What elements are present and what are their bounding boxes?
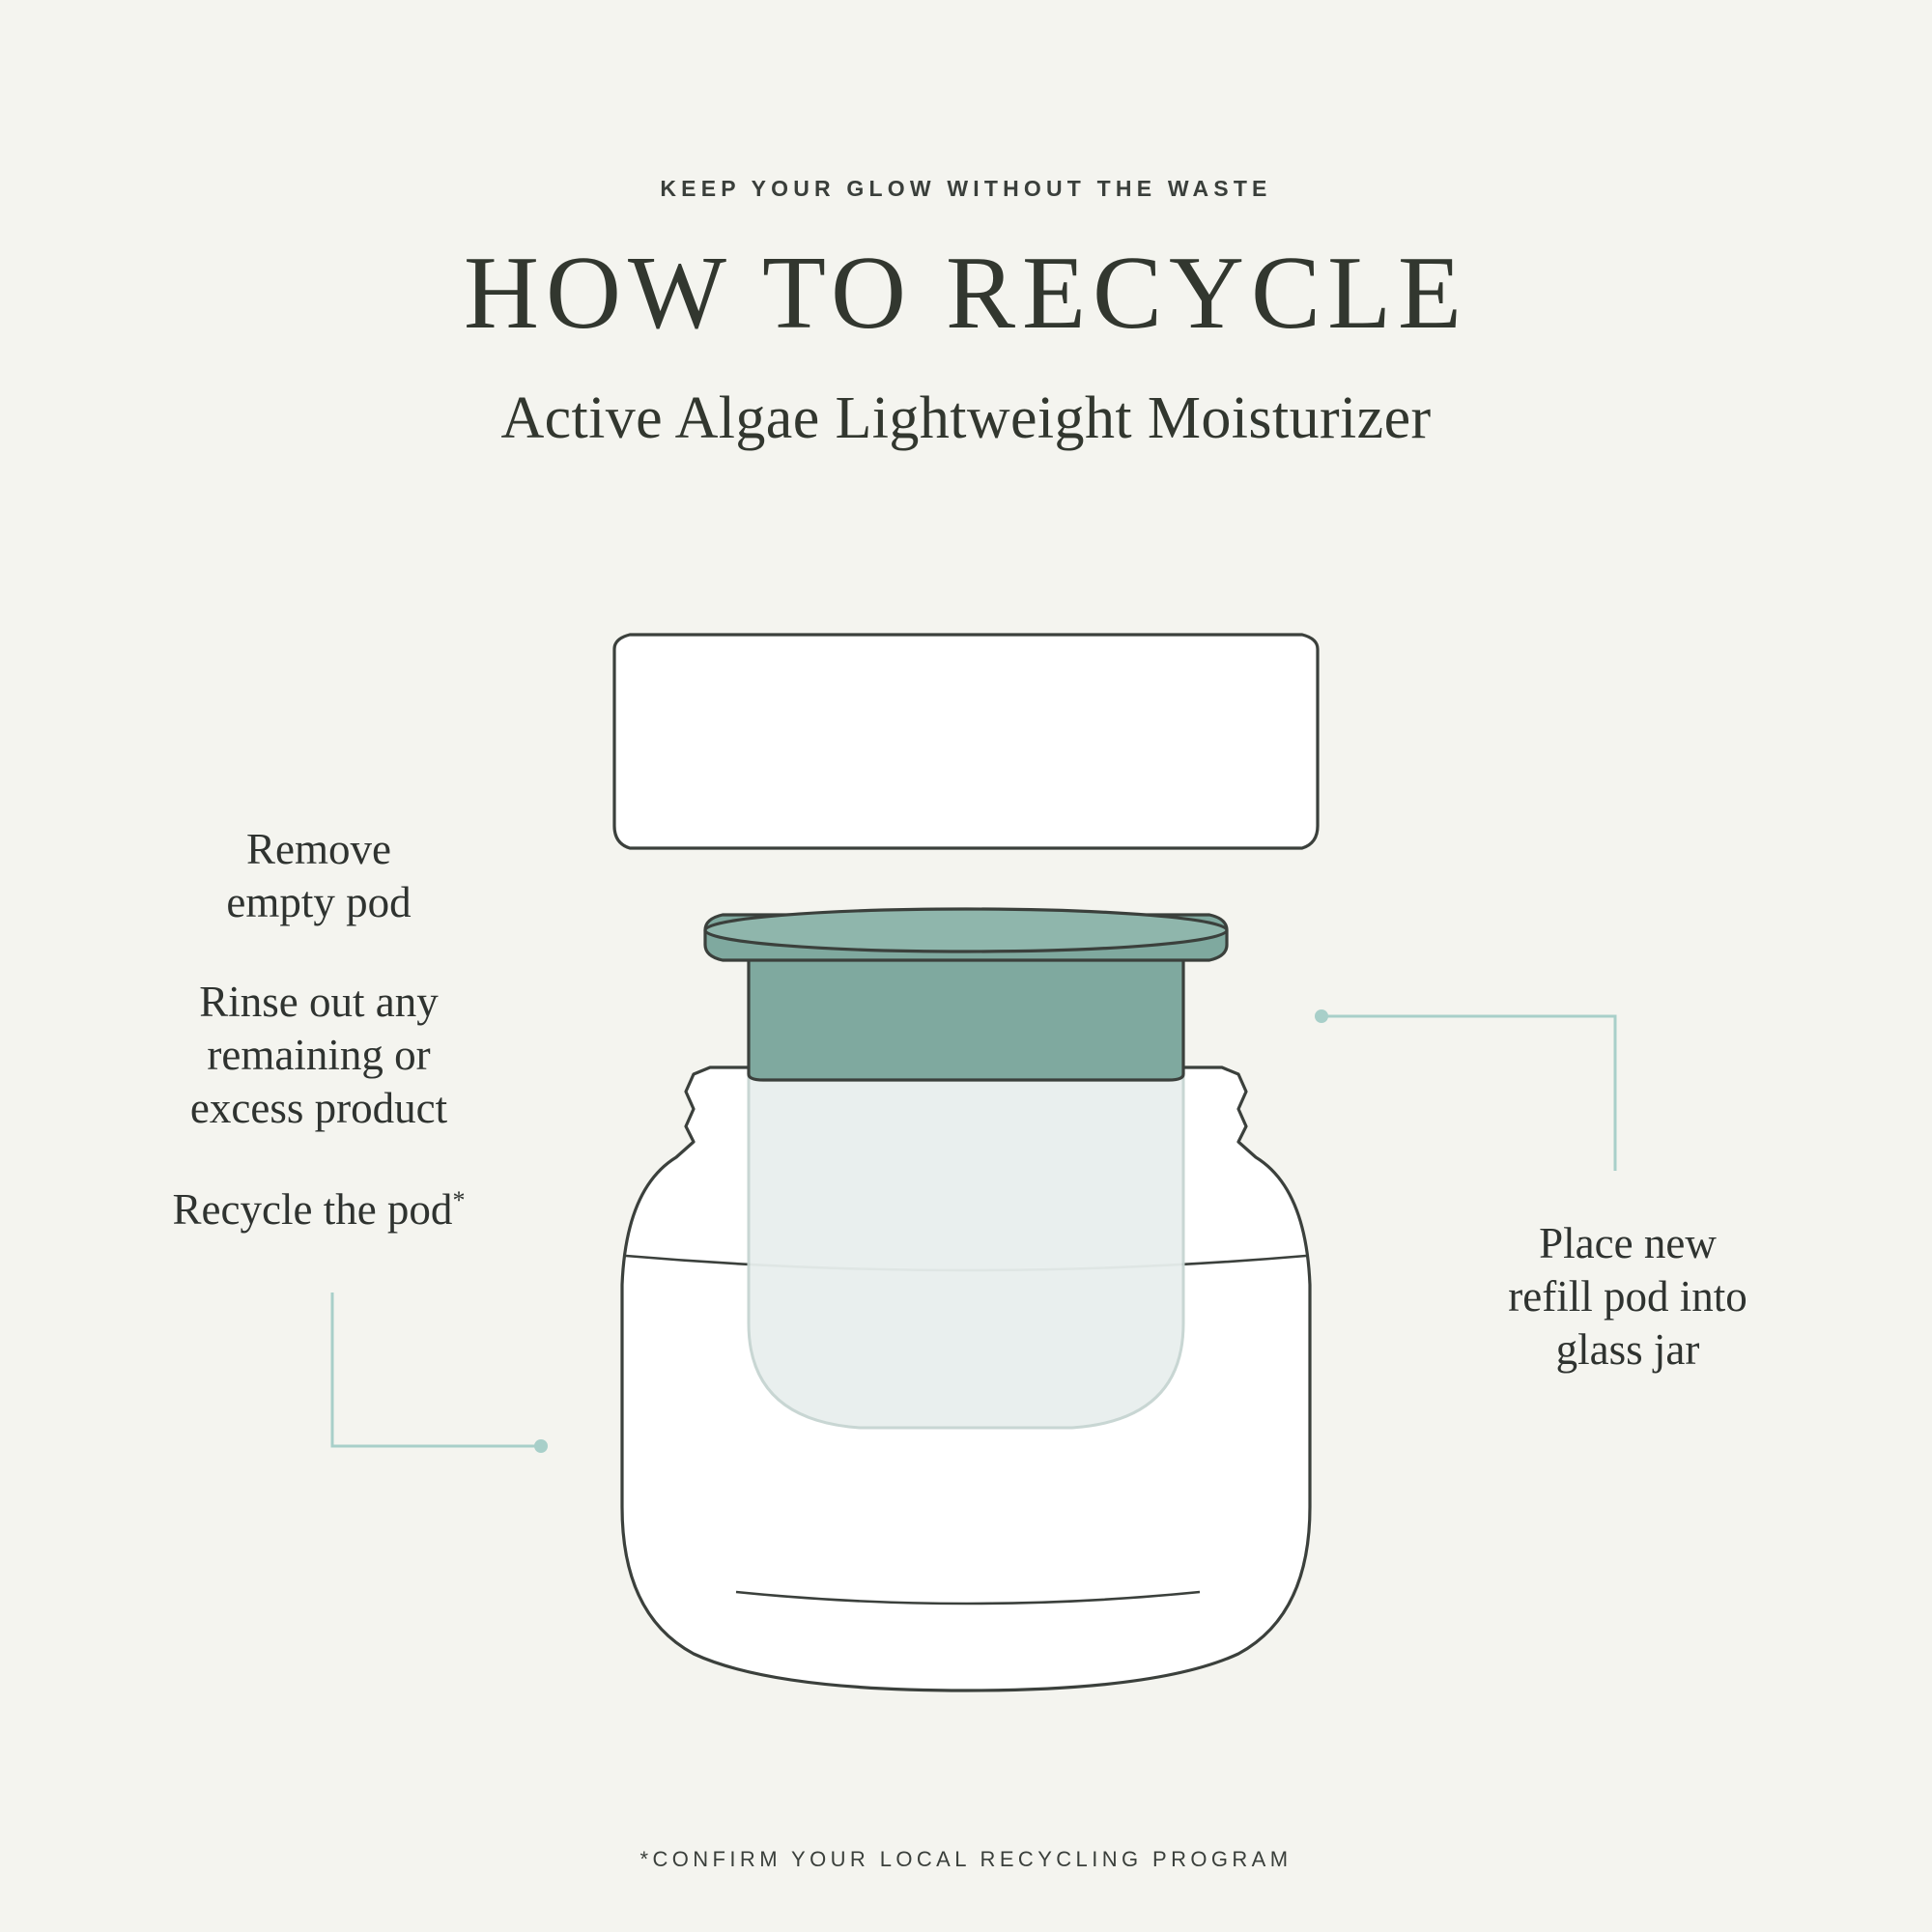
jar-inner-insert	[747, 1022, 1185, 1430]
annotation-rinse-line1: Rinse out any	[199, 978, 439, 1026]
leader-line-right	[1315, 1009, 1617, 1171]
annotation-rinse-line2: remaining or	[207, 1030, 431, 1079]
annotation-place-line2: refill pod into	[1508, 1271, 1747, 1321]
annotation-remove-pod-line2: empty pod	[226, 877, 412, 926]
annotation-recycle-asterisk: *	[452, 1186, 466, 1214]
annotation-recycle-pod: Recycle the pod*	[97, 1183, 541, 1236]
annotation-place-refill: Place new refill pod into glass jar	[1420, 1217, 1835, 1377]
footnote-text: *CONFIRM YOUR LOCAL RECYCLING PROGRAM	[639, 1847, 1293, 1871]
annotation-recycle-text: Recycle the pod	[172, 1185, 453, 1234]
leader-line-left	[330, 1293, 548, 1453]
annotation-place-line1: Place new	[1539, 1219, 1717, 1267]
jar-lid	[612, 633, 1320, 850]
refill-pod	[703, 907, 1229, 1082]
annotation-rinse-line3: excess product	[189, 1083, 448, 1132]
annotation-rinse-product: Rinse out any remaining or excess produc…	[116, 976, 522, 1135]
annotation-remove-pod: Remove empty pod	[116, 823, 522, 929]
page-title: HOW TO RECYCLE	[463, 236, 1469, 351]
annotation-place-line3: glass jar	[1555, 1324, 1700, 1374]
eyebrow-text: KEEP YOUR GLOW WITHOUT THE WASTE	[660, 176, 1272, 201]
page-subtitle: Active Algae Lightweight Moisturizer	[500, 385, 1432, 451]
annotation-remove-pod-line1: Remove	[246, 825, 391, 873]
